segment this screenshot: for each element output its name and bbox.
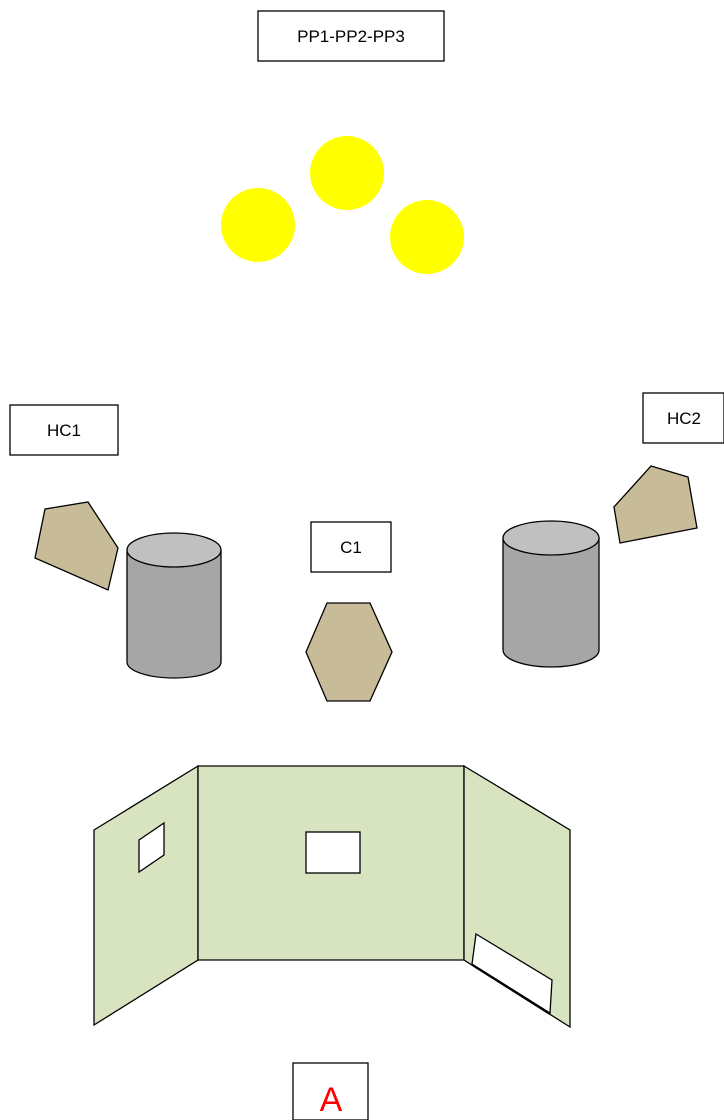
sphere-pp1 <box>310 136 384 210</box>
hc2-pentagon-icon <box>613 465 698 544</box>
sphere-pp2 <box>221 188 295 262</box>
marker-a-text: A <box>320 1081 343 1119</box>
three-panel-wall <box>93 764 571 1029</box>
c1-hexagon-icon <box>305 602 393 702</box>
hc2-label: HC2 <box>642 392 724 444</box>
hc1-label-text: HC1 <box>47 421 81 440</box>
hc1-pentagon-icon <box>34 501 119 591</box>
cylinder-right-icon <box>502 520 600 668</box>
hc1-label: HC1 <box>9 404 119 456</box>
panel-left <box>93 764 199 1027</box>
c1-label-text: C1 <box>340 538 362 557</box>
sphere-pp3 <box>390 200 464 274</box>
pp-group-label: PP1-PP2-PP3 <box>257 10 445 62</box>
c1-label: C1 <box>310 521 392 573</box>
pp-group-label-text: PP1-PP2-PP3 <box>297 27 405 46</box>
cylinder-left-icon <box>126 532 222 679</box>
window-right-panel <box>471 932 553 1015</box>
window-center-panel <box>305 831 361 874</box>
hc2-label-text: HC2 <box>667 409 701 428</box>
window-left-panel <box>138 821 165 874</box>
marker-a: A <box>292 1062 369 1120</box>
